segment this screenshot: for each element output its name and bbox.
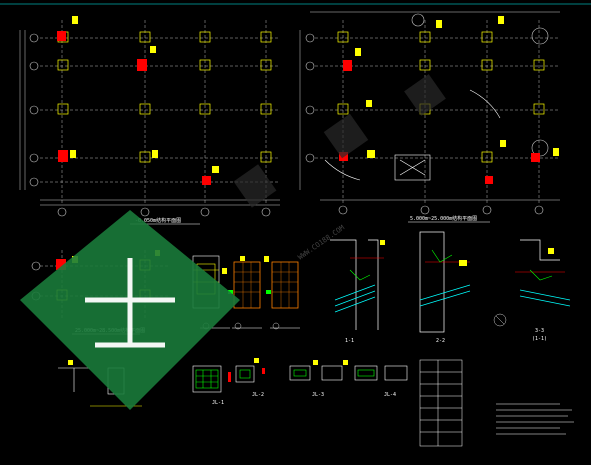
plan-1: -0.050m结构平面图 [19,16,280,225]
detail-label-3: JL-3 [312,392,324,398]
section-label-4: (1-1) [532,336,547,342]
section-label-3: 3-3 [535,328,544,334]
section-drawings: 1-1 2-2 3-3 (1-1) [330,231,571,344]
detail-label-4: JL-4 [384,392,396,398]
column-schedule-table [419,359,463,447]
detail-label-2: JL-2 [252,392,264,398]
detail-label-1: JL-1 [212,400,224,406]
section-label-1: 1-1 [345,338,354,344]
yellow-tags [70,16,219,173]
grid-bubbles-left [29,33,271,217]
column-marks [57,31,272,163]
plan-2-title: 5.000m~25.000m结构平面图 [410,215,477,222]
watermark-url: WWW.CO188.COM [297,224,346,262]
highlighted-columns [57,31,211,185]
section-label-2: 2-2 [436,338,445,344]
general-notes [496,403,574,435]
plan-1-title: -0.050m结构平面图 [135,217,181,224]
plan-2: 5.000m~25.000m结构平面图 [299,11,560,223]
